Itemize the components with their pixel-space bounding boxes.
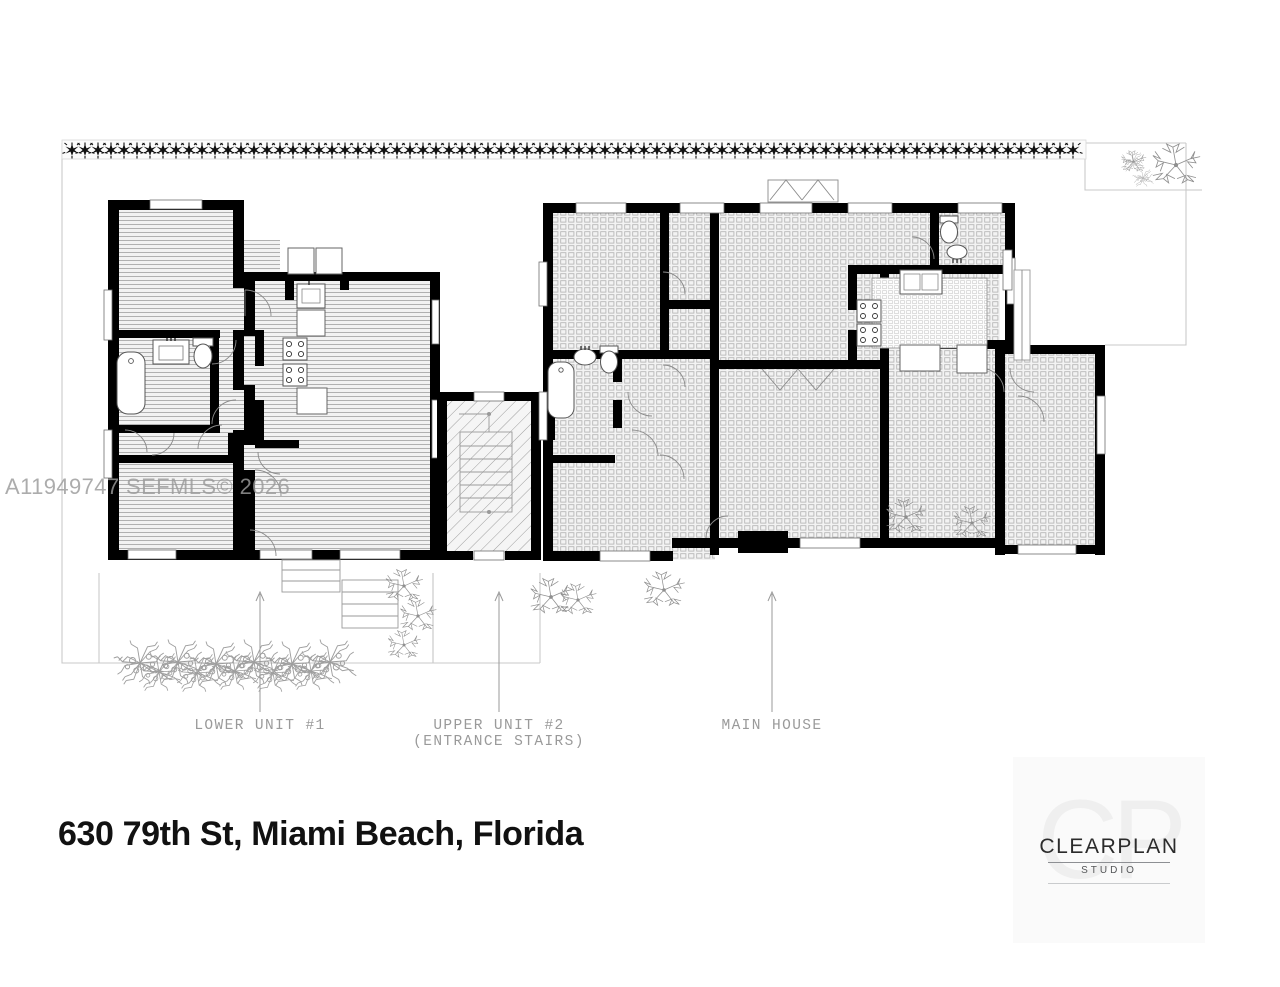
bathroom-fixtures-hall [547,345,619,419]
upper-unit-2-stairs-plan [437,391,541,561]
lower-unit-1-plan [103,199,440,560]
stair-treads [459,411,513,515]
toilet [192,337,214,369]
logo-divider-bottom [1048,883,1170,884]
bathtub [116,351,146,415]
callout-main-house-line1: MAIN HOUSE [721,718,823,734]
callout-lower-unit-1: LOWER UNIT #1 [160,718,360,734]
callout-main-house: MAIN HOUSE [672,718,872,734]
kitchen-counters [282,247,343,415]
main-house-plan [538,179,1106,562]
hedge-row-top [61,139,1087,160]
exterior-steps [281,559,399,629]
logo-divider-top [1048,862,1170,863]
callout-upper-unit-2: UPPER UNIT #2 (ENTRANCE STAIRS) [399,718,599,750]
callout-upper-unit-2-line1: UPPER UNIT #2 [433,718,565,734]
cp-monogram-watermark: CP [1037,777,1187,902]
vanity-sink [152,338,190,365]
kitchen-main [856,269,988,374]
callout-lower-unit-1-line1: LOWER UNIT #1 [194,718,326,734]
callout-upper-unit-2-line2: (ENTRANCE STAIRS) [413,734,585,750]
entry-slab [738,531,788,553]
logo-subtitle: STUDIO [1081,865,1137,876]
clearplan-logo: CP CLEARPLAN STUDIO [1013,757,1205,943]
bathroom-fixtures-main [939,215,968,263]
page-title: 630 79th St, Miami Beach, Florida [58,815,584,853]
logo-wordmark: CLEARPLAN [1039,835,1179,858]
callout-leaders [255,590,777,712]
